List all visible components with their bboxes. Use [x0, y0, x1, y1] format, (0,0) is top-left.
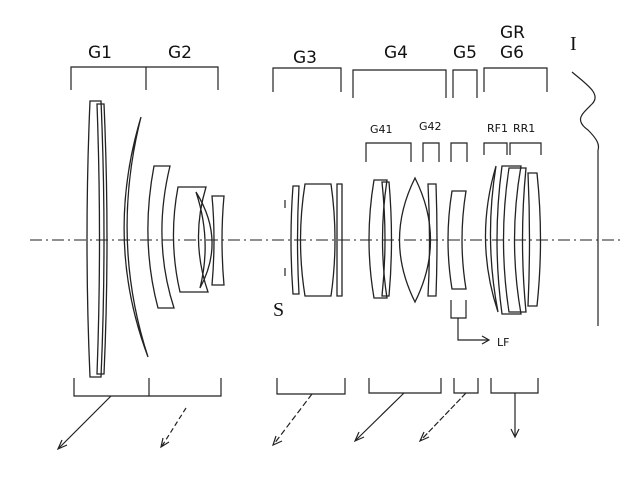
lens-rr1-1	[496, 165, 522, 315]
label-g4: G4	[384, 43, 408, 63]
lens-g2-2	[172, 186, 209, 293]
bottom-bracket-g1	[73, 378, 149, 397]
lf-arrow-line	[457, 318, 488, 341]
lens-g41-3	[398, 176, 432, 304]
lens-g2-1	[147, 165, 175, 309]
image-plane-curve	[571, 71, 600, 151]
label-g2: G2	[168, 43, 192, 63]
bracket-g6	[483, 67, 548, 92]
lf-arrow-head	[481, 335, 491, 345]
label-rf1: RF1	[487, 122, 508, 135]
label-g42: G42	[419, 120, 442, 133]
lens-g41-1	[368, 179, 388, 299]
bottom-bracket-g4	[368, 378, 442, 394]
lens-g3-2	[299, 183, 336, 297]
lens-g3-3	[336, 183, 343, 297]
arrow-g6-head	[510, 428, 520, 439]
arrow-g5-line	[420, 392, 467, 441]
label-stop: S	[273, 299, 284, 321]
label-g3: G3	[293, 48, 317, 68]
lens-g2-3	[195, 191, 213, 289]
arrow-g2-line	[161, 407, 187, 447]
label-gr: GR	[500, 23, 525, 43]
arrow-g3-line	[273, 393, 313, 445]
bracket-g1	[70, 66, 147, 90]
label-g6: G6	[500, 43, 524, 63]
bottom-bracket-g6	[490, 378, 539, 394]
bottom-bracket-g3	[276, 378, 346, 395]
bracket-g5-sub	[450, 142, 468, 162]
bracket-g42	[422, 142, 440, 162]
label-g5: G5	[453, 43, 477, 63]
lens-g5-1	[447, 190, 467, 290]
lens-rr1-2	[502, 167, 527, 313]
bracket-g5	[452, 69, 478, 98]
bottom-bracket-g2	[148, 378, 222, 397]
arrow-g4-head	[353, 431, 365, 443]
arrow-g4-line	[355, 392, 405, 441]
label-lf: LF	[497, 336, 509, 349]
bottom-bracket-g5	[453, 378, 479, 394]
lens-g41-2	[381, 181, 393, 297]
bracket-g2	[146, 66, 219, 90]
arrow-g1-line	[58, 395, 112, 449]
bracket-g4	[352, 69, 447, 98]
lens-g1-3	[123, 116, 149, 358]
bracket-lf	[450, 300, 467, 319]
bracket-g3	[272, 67, 342, 92]
lens-g2-4	[211, 195, 225, 286]
lens-rr1-3	[527, 172, 542, 307]
arrow-g3-head	[272, 435, 283, 447]
lens-g3-1	[290, 185, 300, 295]
bracket-rf1	[483, 142, 508, 155]
label-rr1: RR1	[513, 122, 535, 135]
arrow-g5-head	[418, 431, 430, 443]
lens-g42-1	[427, 183, 438, 297]
bracket-g41	[365, 142, 412, 162]
label-image-plane: I	[570, 33, 577, 55]
lens-g1-2	[96, 103, 108, 375]
bracket-rr1	[509, 142, 542, 155]
arrow-g1-head	[56, 439, 68, 451]
arrow-g2-head	[160, 437, 170, 449]
label-g41: G41	[370, 123, 393, 136]
lens-rf1-1	[484, 165, 499, 313]
lens-g1-1	[86, 100, 105, 378]
label-g1: G1	[88, 43, 112, 63]
